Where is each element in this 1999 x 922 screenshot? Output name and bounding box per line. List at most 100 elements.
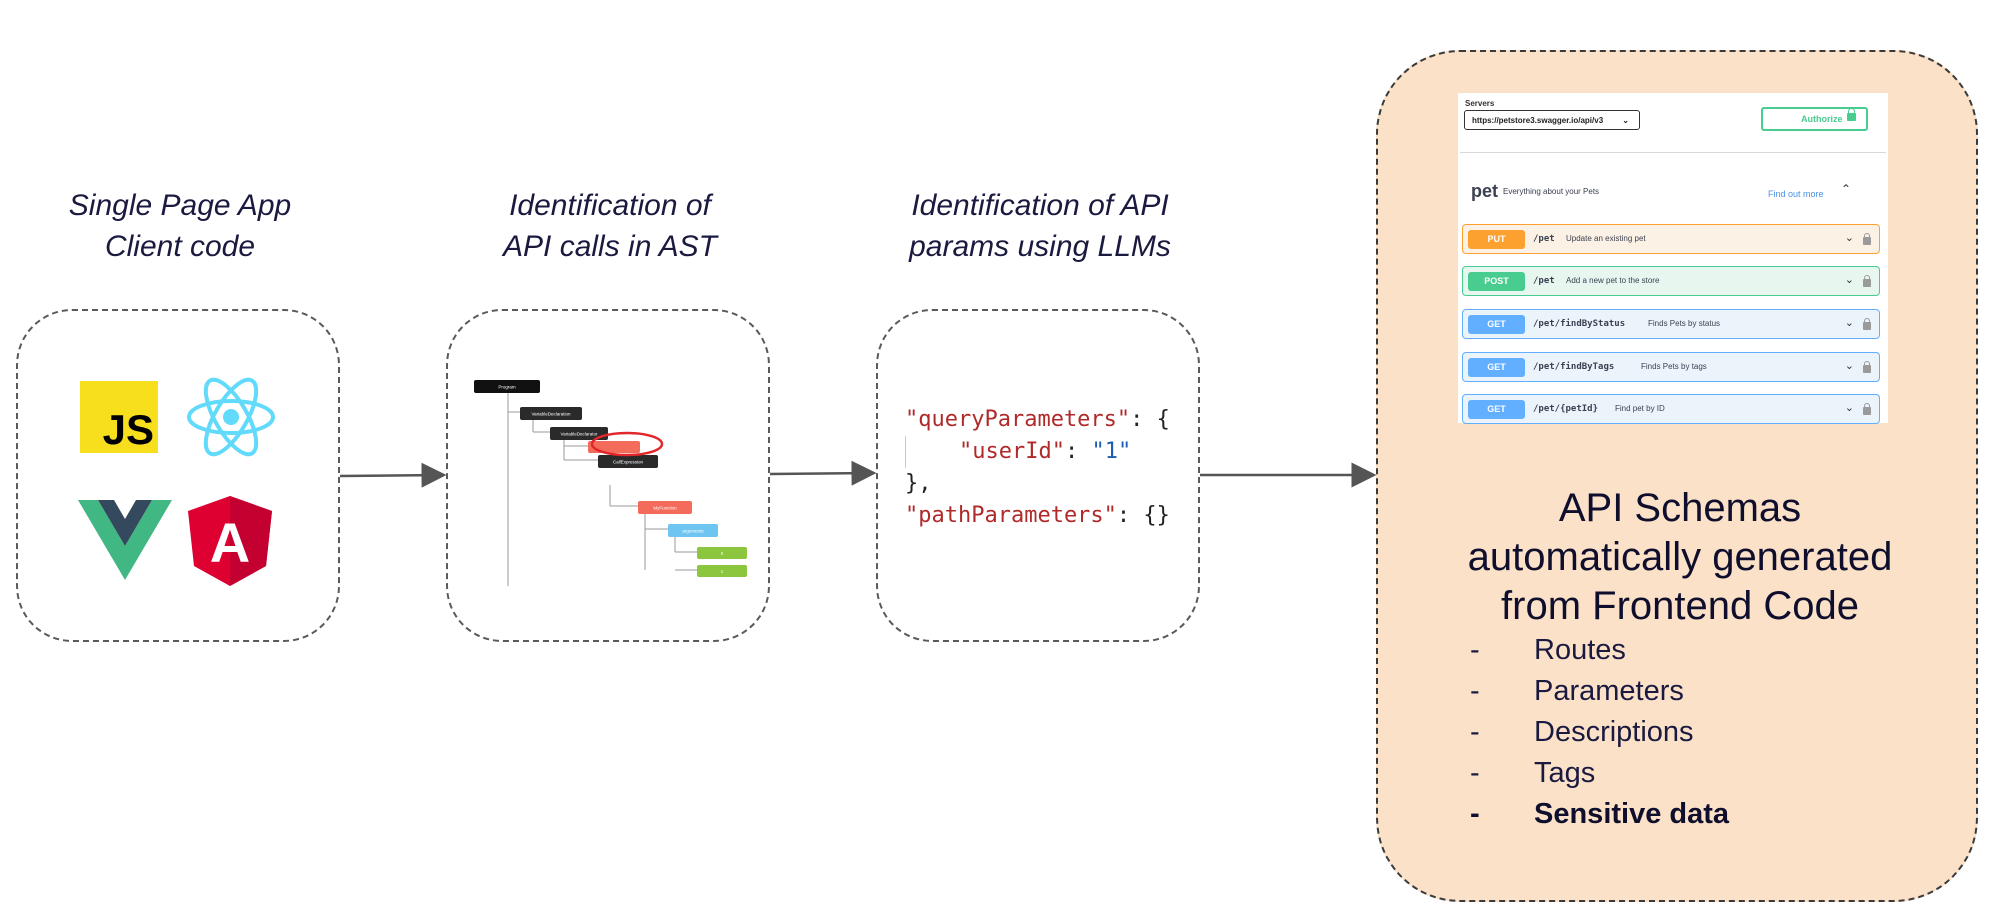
- method-badge: POST: [1468, 272, 1525, 291]
- output-title-line: from Frontend Code: [1501, 584, 1859, 628]
- method-badge: GET: [1468, 358, 1525, 377]
- code-punct: },: [905, 471, 932, 496]
- chevron-down-icon[interactable]: ⌄: [1844, 274, 1854, 286]
- lock-icon[interactable]: [1863, 318, 1871, 330]
- feature-item: Routes: [1470, 630, 1729, 671]
- llm-params-code: "queryParameters": { "userId": "1" }, "p…: [905, 404, 1170, 532]
- swagger-ui-panel: Servers https://petstore3.swagger.io/api…: [1458, 93, 1888, 424]
- ast-node-label: arguments: [682, 529, 704, 534]
- ast-node: [697, 565, 747, 577]
- feature-list: Routes Parameters Descriptions Tags Sens…: [1470, 630, 1729, 835]
- chevron-down-icon[interactable]: ⌄: [1844, 402, 1854, 414]
- tag-name[interactable]: pet: [1471, 181, 1498, 201]
- ast-node: [598, 455, 658, 468]
- ast-node-label: CallExpression: [613, 460, 644, 465]
- stage-title-line: API calls in AST: [503, 230, 717, 263]
- tag-description: Everything about your Pets: [1503, 187, 1600, 196]
- chevron-down-icon[interactable]: ⌄: [1844, 317, 1854, 329]
- operation-get-find-by-tags[interactable]: GET /pet/findByTags Finds Pets by tags ⌄: [1462, 352, 1880, 382]
- operation-path: /pet: [1533, 276, 1555, 286]
- ast-nodes: ProgramVariableDeclarationVariableDeclar…: [474, 380, 747, 577]
- server-url: https://petstore3.swagger.io/api/v3: [1472, 116, 1604, 125]
- operation-summary: Finds Pets by status: [1648, 319, 1721, 328]
- ast-node-label: Program: [498, 385, 516, 390]
- operation-get-pet-by-id[interactable]: GET /pet/{petId} Find pet by ID ⌄: [1462, 394, 1880, 424]
- operation-summary: Add a new pet to the store: [1566, 276, 1660, 285]
- stage-title-line: Identification of: [509, 189, 711, 222]
- vue-icon: [78, 500, 172, 580]
- output-title: API Schemas automatically generated from…: [1380, 484, 1980, 631]
- stage-title-line: Single Page App: [68, 189, 292, 222]
- arrow-spa-to-ast: [339, 462, 447, 488]
- ast-node: [474, 380, 540, 393]
- find-out-more-link[interactable]: Find out more: [1768, 189, 1824, 199]
- output-title-line: automatically generated: [1467, 535, 1893, 579]
- feature-item: Descriptions: [1470, 712, 1729, 753]
- method-badge: PUT: [1468, 230, 1525, 249]
- feature-item-highlighted: Sensitive data: [1470, 794, 1729, 835]
- code-punct: : {}: [1116, 503, 1170, 528]
- method-badge: GET: [1468, 315, 1525, 334]
- spa-box: [16, 309, 340, 642]
- feature-item: Tags: [1470, 753, 1729, 794]
- code-value: "1": [1091, 439, 1132, 464]
- arrow-ast-to-llm: [769, 460, 877, 486]
- lock-icon[interactable]: [1863, 361, 1871, 373]
- ast-tree: ProgramVariableDeclarationVariableDeclar…: [474, 380, 747, 586]
- lock-icon[interactable]: [1863, 403, 1871, 415]
- stage-title-line: Client code: [104, 230, 256, 263]
- stage-title-llm: Identification of API params using LLMs: [880, 185, 1200, 267]
- server-select[interactable]: https://petstore3.swagger.io/api/v3 ⌄: [1464, 110, 1640, 130]
- operation-path: /pet/findByTags: [1533, 362, 1615, 372]
- lock-icon[interactable]: [1863, 275, 1871, 287]
- stage-title-line: Identification of API: [911, 189, 1169, 222]
- operation-summary: Find pet by ID: [1615, 404, 1665, 413]
- ast-node-label: VariableDeclarator: [561, 432, 598, 437]
- ast-node: [520, 407, 582, 420]
- ast-node: [638, 501, 692, 514]
- ast-node-label: MyFunction: [653, 506, 677, 511]
- ast-node: [550, 427, 608, 440]
- operation-path: /pet/findByStatus: [1533, 319, 1626, 329]
- operation-summary: Update an existing pet: [1566, 234, 1646, 243]
- lock-icon: [1847, 108, 1856, 121]
- output-title-line: API Schemas: [1558, 486, 1802, 530]
- llm-box: [876, 309, 1200, 642]
- lock-icon[interactable]: [1863, 233, 1871, 245]
- method-badge: GET: [1468, 400, 1525, 419]
- javascript-logo-text: JS: [102, 406, 154, 453]
- operation-path: /pet/{petId}: [1533, 404, 1599, 414]
- chevron-down-icon[interactable]: ⌄: [1844, 232, 1854, 244]
- code-punct: : {: [1130, 407, 1170, 432]
- angular-icon: A: [188, 496, 272, 586]
- code-punct: :: [1064, 439, 1092, 464]
- code-key: "pathParameters": [905, 503, 1117, 528]
- authorize-button[interactable]: Authorize: [1761, 107, 1868, 131]
- ast-box: [446, 309, 770, 642]
- operation-summary: Finds Pets by tags: [1641, 362, 1707, 371]
- divider: [1460, 152, 1886, 153]
- authorize-label: Authorize: [1801, 114, 1843, 124]
- code-key: "queryParameters": [905, 407, 1131, 432]
- ast-node: [668, 524, 718, 537]
- code-key: "userId": [958, 439, 1065, 464]
- stage-title-spa: Single Page App Client code: [40, 185, 320, 267]
- operation-post-pet[interactable]: POST /pet Add a new pet to the store ⌄: [1462, 266, 1880, 296]
- operation-get-find-by-status[interactable]: GET /pet/findByStatus Finds Pets by stat…: [1462, 309, 1880, 339]
- operation-put-pet[interactable]: PUT /pet Update an existing pet ⌄: [1462, 224, 1880, 254]
- ast-node-label: 0: [721, 551, 724, 556]
- feature-item: Parameters: [1470, 671, 1729, 712]
- ast-node-label: VariableDeclaration: [532, 412, 571, 417]
- ast-node-label: 1: [721, 569, 724, 574]
- angular-logo-text: A: [210, 511, 250, 574]
- highlight-circle: [590, 431, 664, 457]
- servers-label: Servers: [1465, 99, 1495, 108]
- chevron-down-icon[interactable]: ⌄: [1844, 360, 1854, 372]
- chevron-down-icon: ⌄: [1622, 116, 1629, 125]
- javascript-icon: JS: [80, 381, 158, 453]
- ast-node: [588, 441, 640, 453]
- react-icon: [187, 377, 275, 457]
- stage-title-ast: Identification of API calls in AST: [470, 185, 750, 267]
- chevron-up-icon[interactable]: ⌃: [1841, 182, 1852, 196]
